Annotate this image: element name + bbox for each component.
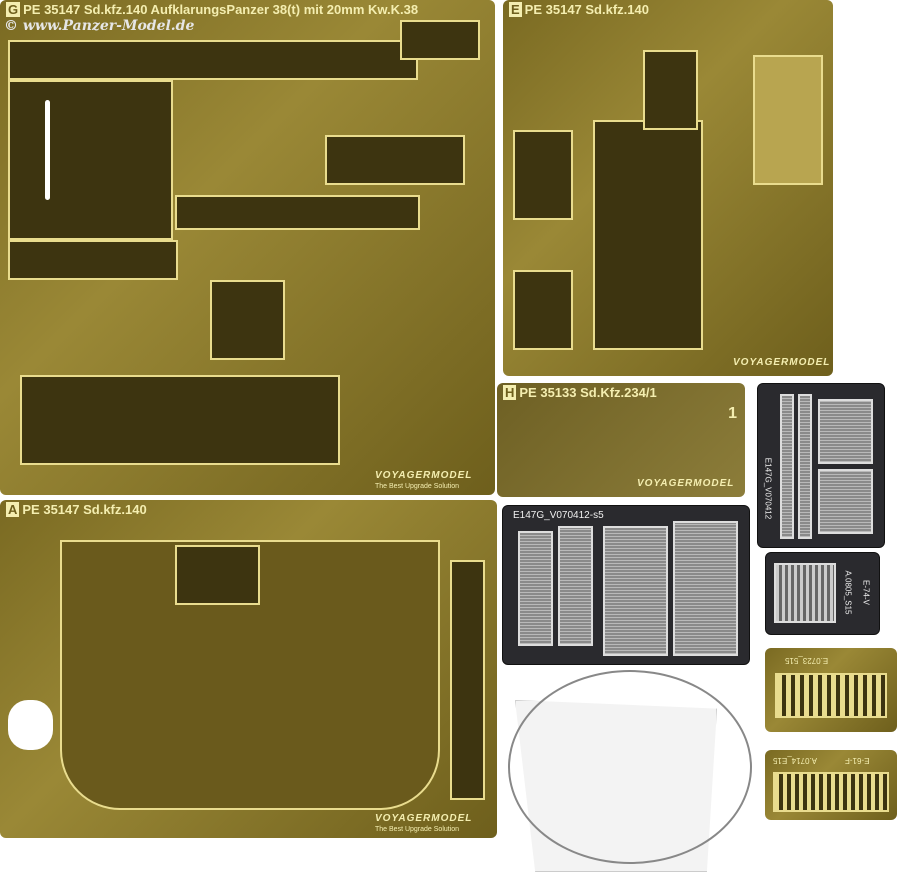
part: [8, 240, 178, 280]
part: [450, 560, 485, 800]
part: [513, 130, 573, 220]
fret-mesh-tall: E147G_V070412: [757, 383, 885, 548]
part: [20, 375, 340, 465]
fret-letter: E: [509, 2, 522, 17]
brand-slogan: The Best Upgrade Solution: [375, 826, 460, 833]
brand-logo: VOYAGERMODEL: [637, 478, 735, 489]
part: [210, 280, 285, 360]
fret-code: E-74-V: [861, 580, 871, 605]
part: [513, 270, 573, 350]
brand-logo: VOYAGERMODEL: [375, 470, 473, 481]
fret-code: A.0805_S15: [843, 570, 853, 615]
part: [643, 50, 698, 130]
watermark: © www.Panzer-Model.de: [4, 18, 195, 34]
fret-code: E.0723_515: [785, 656, 829, 665]
fret-code: E147G_V070412: [763, 457, 773, 520]
part: [175, 545, 260, 605]
part: [325, 135, 465, 185]
part: [400, 20, 480, 60]
fret-code: E147G_V070412-s5: [513, 510, 604, 521]
fret-title: PE 35147 Sd.kfz.140: [22, 502, 147, 517]
part: [8, 40, 418, 80]
part: [593, 120, 703, 350]
fret-letter: H: [503, 385, 517, 400]
part: [753, 55, 823, 185]
fret-code: E-61-F: [845, 756, 870, 765]
fret-letter: A: [6, 502, 20, 517]
fret-title: PE 35147 Sd.kfz.140 AufklarungsPanzer 38…: [23, 2, 419, 17]
fret-code: A.0714_E15: [773, 756, 818, 765]
brand-logo: VOYAGERMODEL: [733, 357, 831, 368]
fret-small-2: E.0723_515: [765, 648, 897, 732]
fret-title: PE 35133 Sd.Kfz.234/1: [519, 385, 657, 400]
part: [8, 80, 173, 240]
fret-title: PE 35147 Sd.kfz.140: [524, 2, 649, 17]
part: [175, 195, 420, 230]
fret-letter: G: [6, 2, 21, 17]
wire-ring: [508, 670, 752, 864]
fret-small-1: A.0805_S15 E-74-V: [765, 552, 880, 635]
brand-logo: VOYAGERMODEL: [375, 813, 473, 824]
fret-mesh-wide: E147G_V070412-s5: [502, 505, 750, 665]
fret-small-3: A.0714_E15 E-61-F: [765, 750, 897, 820]
part-number: 1: [728, 405, 737, 422]
brand-slogan: The Best Upgrade Solution: [375, 483, 460, 490]
